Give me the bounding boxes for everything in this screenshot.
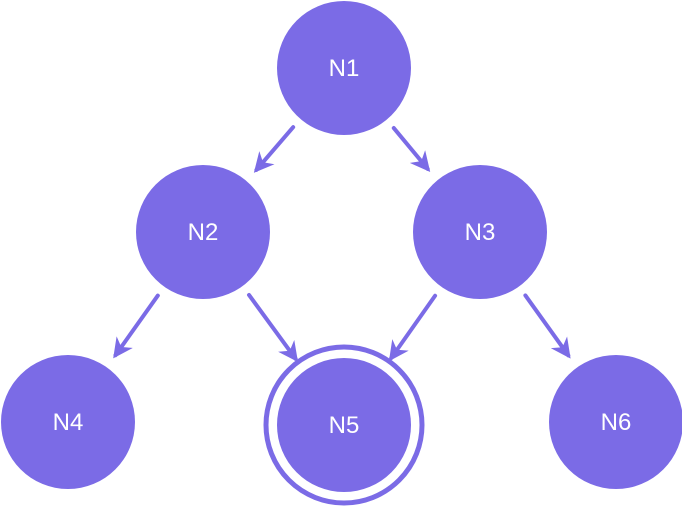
node-n3[interactable]: N3 [413, 165, 547, 299]
node-n5[interactable]: N5 [263, 344, 425, 506]
node-label: N5 [329, 412, 360, 439]
node-label: N4 [53, 409, 84, 436]
edge-n3-n6 [523, 293, 571, 359]
node-circle [1, 355, 135, 489]
node-circle [277, 1, 411, 135]
node-n1[interactable]: N1 [277, 1, 411, 135]
node-circle [136, 165, 270, 299]
node-n2[interactable]: N2 [136, 165, 270, 299]
edge-n2-n4 [113, 293, 160, 359]
node-n6[interactable]: N6 [549, 355, 682, 489]
edge-n3-n5 [388, 293, 438, 362]
highlight-ring [263, 344, 425, 506]
node-label: N3 [465, 219, 496, 246]
edge-n2-n5 [247, 292, 298, 363]
node-label: N1 [329, 55, 360, 82]
node-circle [277, 358, 411, 492]
node-circle [413, 165, 547, 299]
node-label: N2 [188, 219, 219, 246]
node-n4[interactable]: N4 [1, 355, 135, 489]
node-circle [549, 355, 682, 489]
edge-n1-n2 [253, 125, 296, 173]
node-label: N6 [601, 409, 632, 436]
edge-n1-n3 [391, 126, 431, 172]
